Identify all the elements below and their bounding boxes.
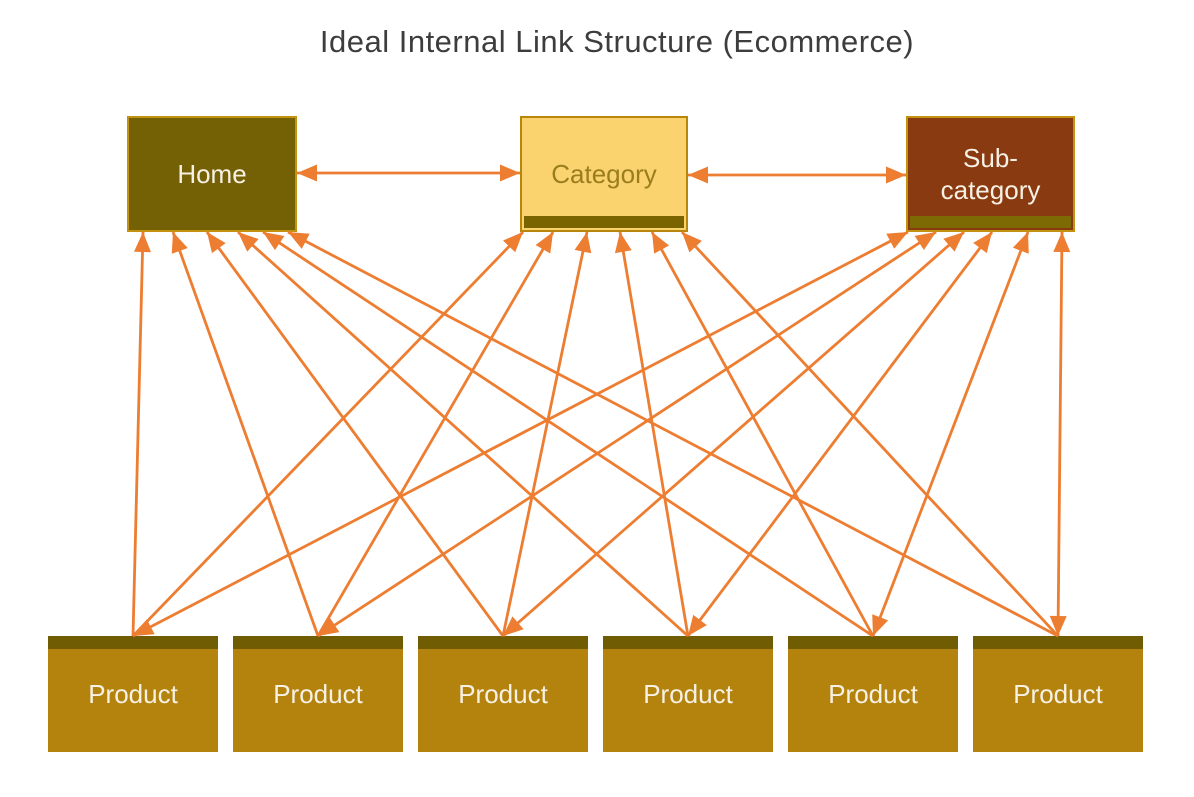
arrowhead-home-end [263,232,285,251]
arrow-product-5-home [262,230,874,638]
arrow-product-2-category [316,231,555,637]
arrow-product-4-subcategory [686,231,994,637]
category-label: Category [551,158,657,189]
subcategory-box: Sub-category [906,116,1075,232]
product-accent-bar [973,636,1143,649]
arrowhead-product-3-end [503,616,524,636]
subcategory-label: Sub-category [940,142,1041,206]
arrow-product-5-subcategory [871,231,1030,637]
subcategory-accent-bar [910,216,1071,228]
product-label: Product [643,678,733,709]
arrowhead-subcategory-end [1053,232,1071,253]
arrow-product-3-subcategory [502,230,965,638]
arrow-product-3-category [501,231,589,637]
arrowhead-product-5-end [872,614,889,636]
home-label: Home [177,158,247,189]
home-box: Home [127,116,297,232]
arrowhead-product-1-end [133,619,155,636]
arrowhead-subcategory-end [914,232,936,251]
arrow-product-6-subcategory [1056,231,1064,637]
arrowhead-category-end [500,164,520,182]
arrowhead-home-end [297,164,317,182]
product-box-6: Product [973,636,1143,752]
product-label: Product [828,678,918,709]
arrow-product-1-category [131,231,525,637]
category-box: Category [520,116,688,232]
arrow-product-5-category [650,231,875,637]
arrowhead-subcategory-end [886,232,908,249]
arrowhead-category-end [614,232,632,254]
product-label: Product [273,678,363,709]
arrowhead-category-end [574,232,592,254]
arrowhead-home-end [171,232,188,254]
product-label: Product [88,678,178,709]
arrow-product-3-home [205,231,505,637]
arrowhead-product-4-end [688,614,707,636]
arrow-product-1-home [131,231,145,637]
arrowhead-home-end [238,232,259,252]
arrow-product-6-category [680,231,1060,637]
arrowhead-subcategory-end [973,232,992,254]
product-accent-bar [603,636,773,649]
product-box-3: Product [418,636,588,752]
product-label: Product [458,678,548,709]
product-accent-bar [788,636,958,649]
arrowhead-subcategory-end [1012,232,1029,254]
arrowhead-product-6-end [1049,615,1067,636]
arrowhead-subcategory-end [943,232,964,252]
product-accent-bar [48,636,218,649]
arrow-product-4-category [618,231,690,637]
arrowhead-subcategory-end [886,166,906,184]
arrowhead-category-end [535,232,553,254]
product-accent-bar [418,636,588,649]
product-box-1: Product [48,636,218,752]
arrowhead-home-end [288,232,310,249]
product-label: Product [1013,678,1103,709]
arrowhead-category-end [688,166,708,184]
category-accent-bar [524,216,684,228]
arrowhead-category-end [682,232,702,253]
arrow-product-4-home [237,230,689,638]
arrowhead-home-end [134,232,152,253]
product-box-4: Product [603,636,773,752]
arrow-product-2-subcategory [317,230,937,638]
product-box-5: Product [788,636,958,752]
arrowhead-product-2-end [318,617,340,636]
arrowhead-home-end [207,232,226,254]
arrow-product-2-home [171,231,320,637]
arrowhead-category-end [652,232,670,254]
arrowhead-category-end [502,232,523,253]
diagram-title: Ideal Internal Link Structure (Ecommerce… [319,24,915,59]
arrow-product-1-subcategory [132,230,909,638]
product-box-2: Product [233,636,403,752]
arrow-product-6-home [287,230,1059,638]
product-accent-bar [233,636,403,649]
